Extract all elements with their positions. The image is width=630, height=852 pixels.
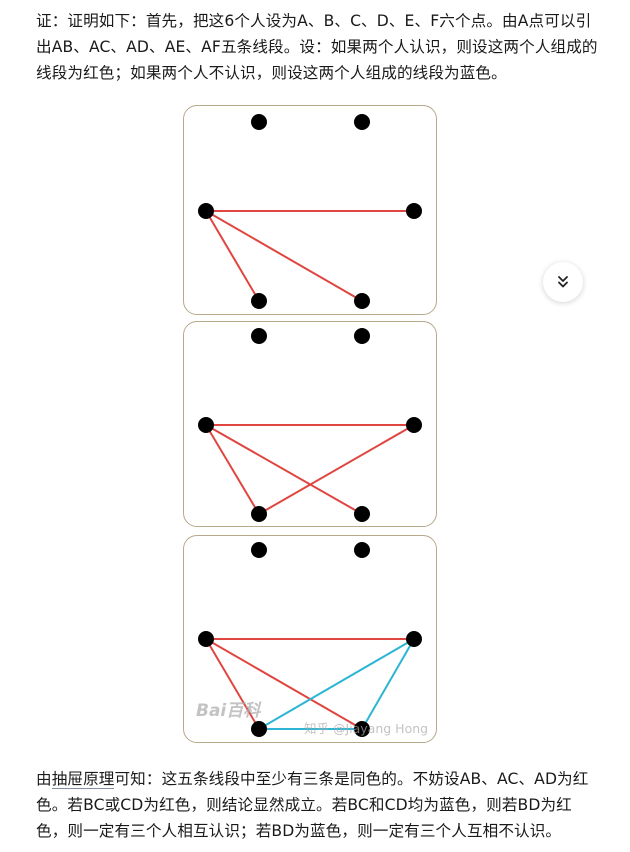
node-bottom-left (251, 721, 267, 737)
edge-right-bottom-left (258, 638, 415, 730)
outro-suffix: 可知：这五条线段中至少有三条是同色的。不妨设AB、AC、AD为红色。若BC或CD… (36, 770, 589, 840)
edge-left-bottom-right (205, 638, 363, 730)
edge-right-bottom-right (361, 638, 415, 730)
graph-figure-3-svg (198, 542, 422, 737)
edge-left-bottom-left (205, 424, 260, 515)
node-bottom-left (251, 506, 267, 522)
graph-figure-1 (183, 105, 437, 315)
node-bottom-right (354, 721, 370, 737)
edge-left-bottom-left (205, 638, 260, 730)
node-right (406, 417, 422, 433)
node-left (198, 631, 214, 647)
node-top-left (251, 114, 267, 130)
edge-left-bottom-right (205, 424, 363, 515)
edge-left-bottom-left (205, 210, 260, 302)
node-bottom-left (251, 293, 267, 309)
edge-right-bottom-left (258, 424, 415, 515)
graph-figure-3: Bai百科 知乎 @Jiayang Hong (183, 535, 437, 743)
outro-prefix: 由 (36, 770, 52, 788)
node-bottom-right (354, 506, 370, 522)
node-right (406, 631, 422, 647)
node-bottom-right (354, 293, 370, 309)
outro-paragraph: 由抽屉原理可知：这五条线段中至少有三条是同色的。不妨设AB、AC、AD为红色。若… (36, 766, 602, 844)
node-left (198, 203, 214, 219)
graph-figure-2-svg (198, 328, 422, 522)
double-chevron-down-icon (558, 276, 568, 288)
edge-left-bottom-right (205, 210, 363, 302)
node-top-right (354, 114, 370, 130)
scroll-down-button[interactable] (543, 262, 583, 302)
graph-figure-2 (183, 321, 437, 527)
node-left (198, 417, 214, 433)
node-right (406, 203, 422, 219)
node-top-left (251, 542, 267, 558)
node-top-right (354, 328, 370, 344)
graph-figure-1-svg (198, 114, 422, 309)
node-top-left (251, 328, 267, 344)
intro-paragraph: 证：证明如下：首先，把这6个人设为A、B、C、D、E、F六个点。由A点可以引出A… (36, 12, 598, 82)
node-top-right (354, 542, 370, 558)
pigeonhole-principle-link[interactable]: 抽屉原理 (51, 770, 115, 789)
